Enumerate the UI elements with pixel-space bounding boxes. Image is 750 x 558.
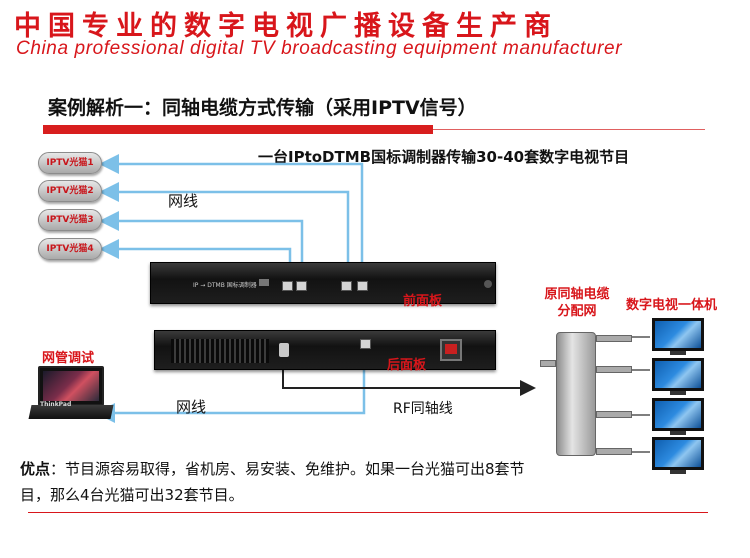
- splitter-input-port: [540, 360, 556, 367]
- vent-grille: [171, 339, 269, 363]
- rf-cable-label: RF同轴线: [393, 401, 453, 417]
- company-title-en: China professional digital TV broadcasti…: [16, 38, 623, 59]
- front-indicator: [259, 279, 269, 286]
- ethernet-port-1: [282, 281, 293, 291]
- title-underline-thin: [433, 129, 705, 130]
- splitter-output-1: [596, 335, 632, 342]
- advantage-paragraph: 优点：节目源容易取得，省机房、易安装、免维护。如果一台光猫可出8套节目，那么4台…: [20, 456, 540, 508]
- tv-stand-4: [670, 470, 686, 474]
- iptv-modem-2: IPTV光猫2: [38, 180, 102, 202]
- splitter-output-4: [596, 448, 632, 455]
- network-cable-lines: [95, 154, 366, 423]
- splitter-output-2: [596, 366, 632, 373]
- mgmt-cable-line: [95, 356, 366, 423]
- title-underline-bar: [43, 125, 433, 134]
- iptv-modem-4: IPTV光猫4: [38, 238, 102, 260]
- modulator-rear-panel: [154, 330, 496, 370]
- diagram-subtitle: 一台IPtoDTMB国标调制器传输30-40套数字电视节目: [258, 148, 630, 166]
- laptop-screen: [38, 366, 104, 406]
- ethernet-port-4: [357, 281, 368, 291]
- tv-screen-4: [652, 437, 704, 470]
- cable-line-2: [99, 182, 350, 280]
- modulator-front-panel: IP → DTMB 国标调制器: [150, 262, 496, 304]
- network-cable-label-top: 网线: [168, 192, 199, 210]
- power-switch-icon: [445, 344, 457, 354]
- cable-line-1: [99, 154, 364, 280]
- rf-out-port-icon: [279, 343, 289, 357]
- tv-label: 数字电视一体机: [626, 298, 718, 313]
- advantage-text: ：节目源容易取得，省机房、易安装、免维护。如果一台光猫可出8套节目，那么4台光猫…: [20, 460, 525, 504]
- tv-stand-2: [670, 391, 686, 395]
- power-button-icon: [484, 280, 492, 288]
- rear-panel-label: 后面板: [387, 358, 427, 373]
- section-title: 案例解析一：同轴电缆方式传输（采用IPTV信号）: [48, 97, 477, 119]
- tv-screen-1: [652, 318, 704, 351]
- laptop-wallpaper: [43, 371, 99, 401]
- iptv-modem-3: IPTV光猫3: [38, 209, 102, 231]
- tv-stand-1: [670, 351, 686, 355]
- tv-screen-2: [652, 358, 704, 391]
- front-panel-text: IP → DTMB 国标调制器: [193, 282, 257, 289]
- network-mgmt-label: 网管调试: [42, 351, 95, 366]
- coax-splitter: [556, 332, 596, 456]
- cable-line-3: [99, 211, 304, 280]
- iptv-modem-1: IPTV光猫1: [38, 152, 102, 174]
- footer-line: [28, 512, 708, 513]
- ethernet-port-3: [341, 281, 352, 291]
- tv-feed-lines: [632, 336, 650, 453]
- company-title-cn: 中国专业的数字电视广播设备生产商: [14, 11, 558, 42]
- splitter-output-3: [596, 411, 632, 418]
- front-panel-label: 前面板: [403, 294, 443, 309]
- laptop-brand: ThinkPad: [40, 401, 72, 408]
- ethernet-port-2: [296, 281, 307, 291]
- coax-splitter-label: 原同轴电缆分配网: [544, 287, 610, 319]
- tv-screen-3: [652, 398, 704, 431]
- mgmt-ethernet-port: [360, 339, 371, 349]
- advantage-key: 优点: [20, 460, 51, 478]
- network-cable-label-bottom: 网线: [176, 398, 207, 416]
- tv-stand-3: [670, 431, 686, 435]
